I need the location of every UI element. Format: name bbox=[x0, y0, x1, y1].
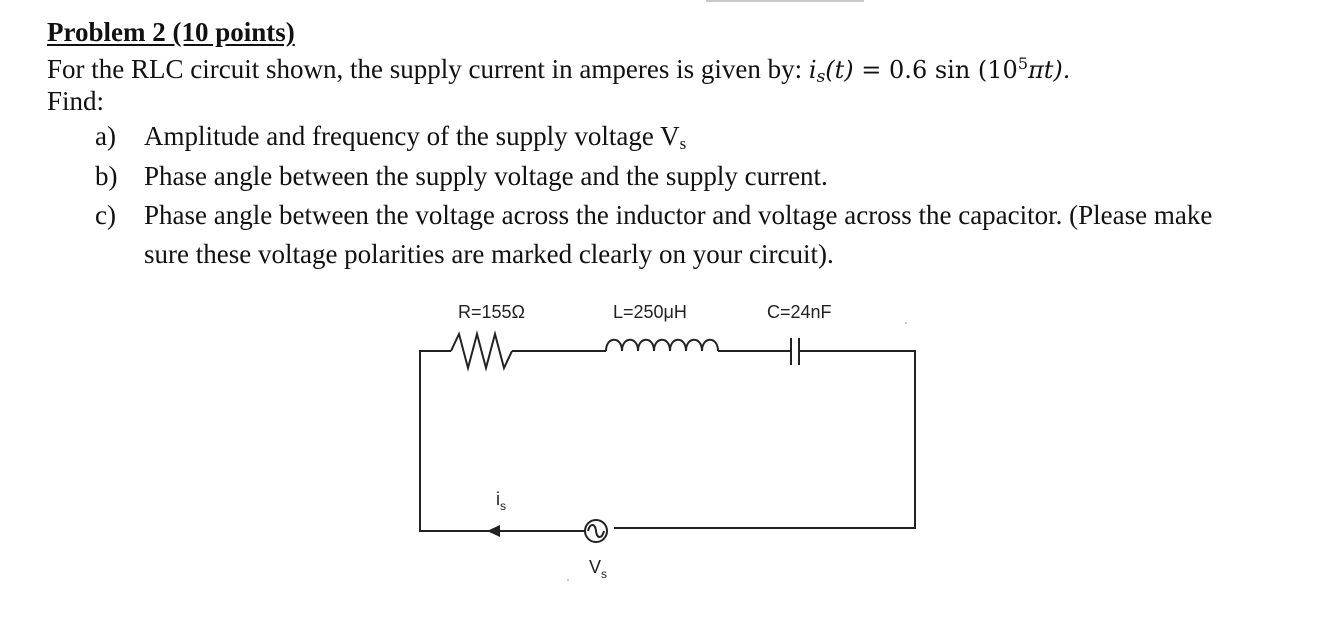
item-c-text-line2: sure these voltage polarities are marked… bbox=[144, 239, 834, 269]
current-equation: is(t) = 0.6 sin (105πt). bbox=[808, 54, 1071, 87]
scan-artifact-dot-2 bbox=[567, 579, 569, 581]
problem-intro: For the RLC circuit shown, the supply cu… bbox=[47, 54, 1070, 87]
current-label-main: i bbox=[496, 489, 500, 509]
ac-source-wave bbox=[587, 524, 605, 538]
item-a-text: Amplitude and frequency of the supply vo… bbox=[144, 121, 680, 151]
current-label-sub: s bbox=[500, 499, 506, 513]
item-a-sub: s bbox=[679, 134, 687, 153]
intro-text: For the RLC circuit shown, the supply cu… bbox=[47, 54, 809, 84]
resistor-symbol bbox=[450, 330, 513, 372]
eq-var-sub: s bbox=[816, 67, 826, 87]
item-a: Amplitude and frequency of the supply vo… bbox=[144, 121, 686, 154]
capacitor-label: C=24nF bbox=[767, 302, 832, 322]
scan-artifact-dot bbox=[905, 322, 907, 324]
eq-equals: = 0.6 sin (10 bbox=[853, 56, 1018, 84]
eq-var: i bbox=[808, 56, 817, 84]
inductor-symbol bbox=[605, 338, 719, 352]
scan-artifact-line bbox=[706, 0, 864, 2]
item-a-letter: a) bbox=[95, 121, 116, 151]
problem-title: Problem 2 (10 points) bbox=[47, 17, 295, 47]
source-label: Vs bbox=[589, 557, 607, 581]
item-c-letter: c) bbox=[95, 200, 116, 230]
item-b-text: Phase angle between the supply voltage a… bbox=[144, 161, 828, 191]
current-arrow bbox=[487, 525, 500, 537]
top-left-wire bbox=[419, 350, 451, 355]
right-wire bbox=[614, 350, 916, 529]
resistor-label: R=155Ω bbox=[458, 302, 525, 322]
eq-arg: (t) bbox=[825, 56, 854, 84]
bottom-left-wire bbox=[419, 355, 585, 532]
item-c-text-line1: Phase angle between the voltage across t… bbox=[144, 200, 1213, 230]
source-label-main: V bbox=[589, 557, 601, 577]
eq-exponent: 5 bbox=[1017, 54, 1029, 73]
item-b-letter: b) bbox=[95, 161, 118, 191]
source-label-sub: s bbox=[601, 567, 607, 581]
eq-tail: πt). bbox=[1028, 56, 1071, 84]
inductor-label: L=250μH bbox=[613, 302, 687, 322]
current-label: is bbox=[496, 489, 506, 513]
find-label: Find: bbox=[47, 86, 105, 116]
